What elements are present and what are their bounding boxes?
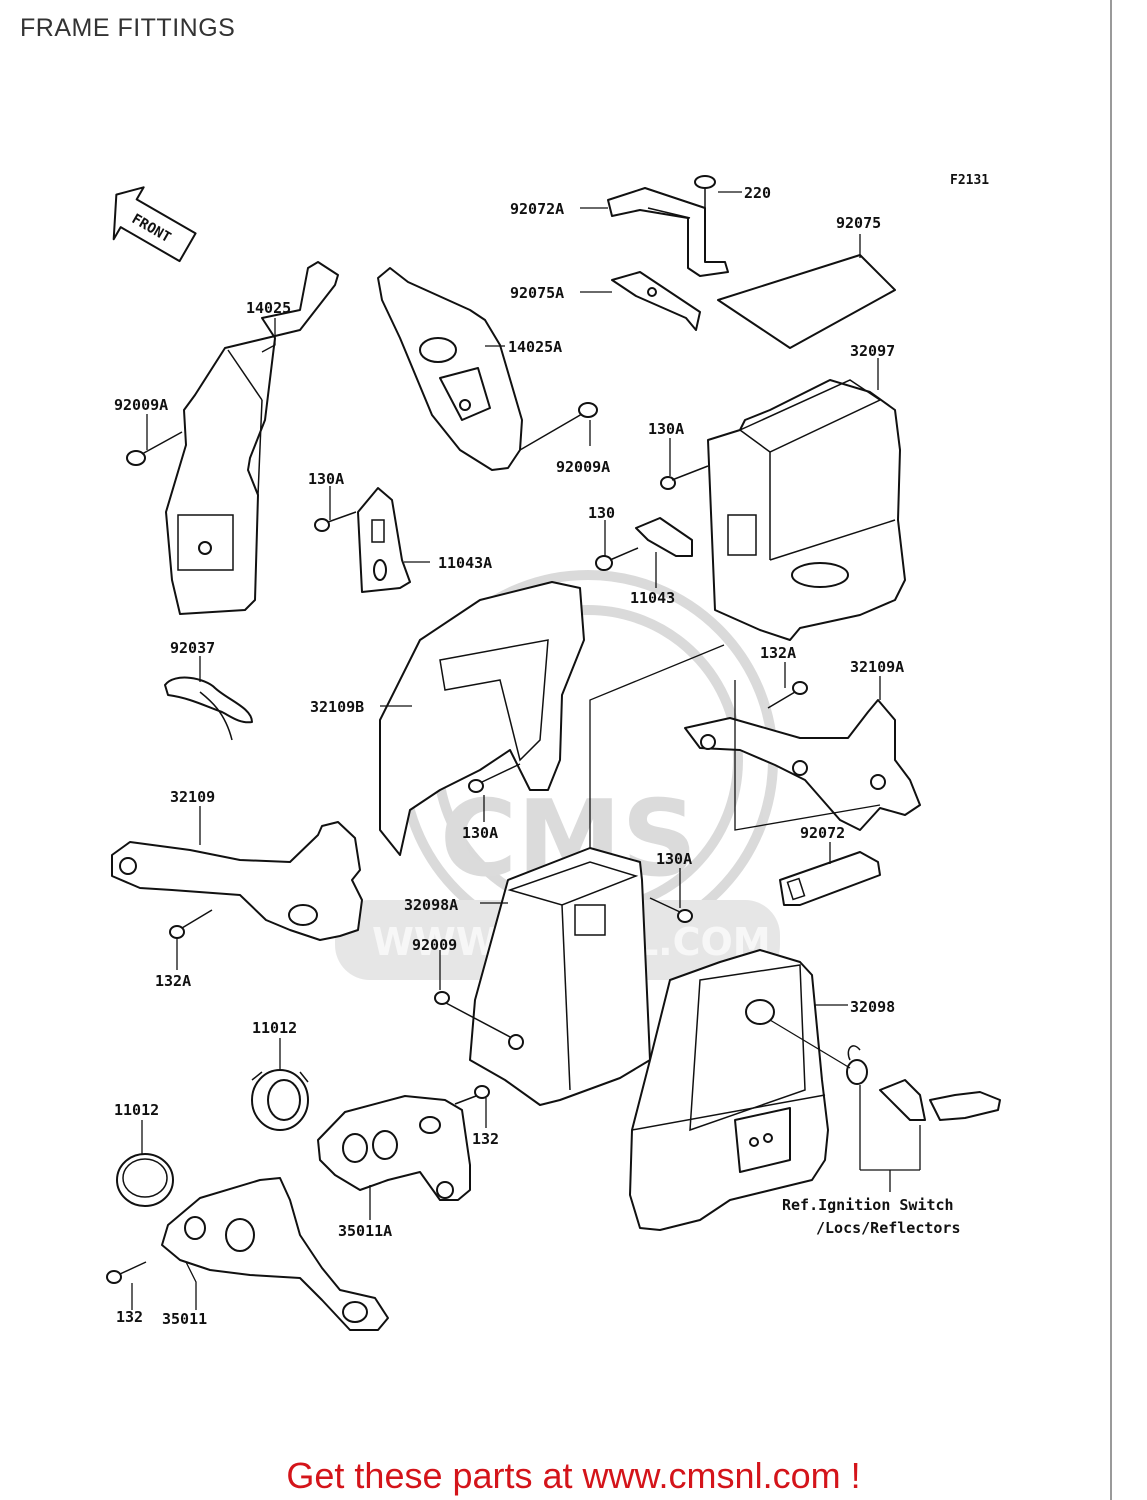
label-35011A: 35011A	[338, 1222, 392, 1240]
label-11012-top: 11012	[252, 1019, 297, 1037]
part-220-screw	[694, 175, 716, 222]
label-92009A-left: 92009A	[114, 396, 168, 414]
label-92009: 92009	[412, 936, 457, 954]
label-92072: 92072	[800, 824, 845, 842]
part-92009A-left-screw	[126, 431, 183, 466]
part-92075A-bracket	[611, 271, 701, 331]
front-arrow-icon: FRONT	[112, 186, 197, 263]
part-130-bolt	[595, 547, 639, 571]
part-35011A-bracket	[317, 1095, 471, 1201]
label-132A-top: 132A	[760, 644, 796, 662]
footer-link[interactable]: Get these parts at www.cmsnl.com !	[286, 1455, 861, 1496]
part-32109-rail	[111, 821, 363, 941]
label-ref-line-2: /Locs/Reflectors	[816, 1219, 961, 1237]
part-130A-top-bolt	[660, 465, 709, 490]
label-11043: 11043	[630, 589, 675, 607]
part-92009-screw	[434, 991, 524, 1050]
part-132-bottom-bolt	[106, 1261, 147, 1284]
part-11043A-bracket	[357, 487, 411, 593]
label-14025: 14025	[246, 299, 291, 317]
part-32098-cover	[629, 949, 829, 1231]
label-132-mid: 132	[472, 1130, 499, 1148]
label-92075A: 92075A	[510, 284, 564, 302]
label-35011: 35011	[162, 1310, 207, 1328]
label-130A-top: 130A	[648, 420, 684, 438]
part-92072-strap	[779, 851, 881, 906]
part-92037-clamp	[164, 676, 253, 741]
part-130A-left-bolt	[314, 511, 357, 532]
label-220: 220	[744, 184, 771, 202]
label-92075: 92075	[836, 214, 881, 232]
guide-line-a	[589, 644, 725, 860]
label-11012-left: 11012	[114, 1101, 159, 1119]
part-130A-mid-bolt	[468, 763, 521, 793]
part-32097-battery-case	[707, 379, 906, 641]
label-130A-left: 130A	[308, 470, 344, 488]
page-border-rule	[1110, 0, 1112, 1500]
label-92037: 92037	[170, 639, 215, 657]
leader-lines	[131, 191, 881, 1310]
label-32098: 32098	[850, 998, 895, 1016]
part-132-mid-bolt	[454, 1085, 490, 1105]
label-130A-mid: 130A	[462, 824, 498, 842]
part-35011-bracket	[161, 1177, 389, 1331]
label-130A-right: 130A	[656, 850, 692, 868]
part-labels: 92072A 220 92075 92075A 14025 14025A 320…	[114, 184, 961, 1328]
part-lock-and-keys	[769, 1019, 1001, 1192]
part-32109B-frame	[379, 581, 585, 856]
figure-code: F2131	[950, 173, 989, 188]
label-132A-bottom: 132A	[155, 972, 191, 990]
label-32109B: 32109B	[310, 698, 364, 716]
label-132-bottom: 132	[116, 1308, 143, 1326]
label-32109A: 32109A	[850, 658, 904, 676]
part-132A-top-bolt	[767, 681, 808, 709]
label-32098A: 32098A	[404, 896, 458, 914]
label-92072A: 92072A	[510, 200, 564, 218]
part-32109A-rail	[684, 699, 921, 831]
label-14025A: 14025A	[508, 338, 562, 356]
part-92075-pad	[717, 254, 896, 349]
label-ref-line-1: Ref.Ignition Switch	[782, 1196, 954, 1214]
part-11043-bracket	[635, 517, 693, 557]
label-11043A: 11043A	[438, 554, 492, 572]
part-14025A-cover	[377, 267, 523, 471]
part-11012-top-ring	[251, 1069, 309, 1131]
guide-line-b	[734, 680, 881, 831]
label-32097: 32097	[850, 342, 895, 360]
part-11012-left-cap	[116, 1153, 174, 1207]
label-130: 130	[588, 504, 615, 522]
part-132A-bottom-bolt	[169, 909, 213, 939]
part-92009A-right-screw	[519, 402, 598, 451]
page-title: FRAME FITTINGS	[20, 14, 236, 42]
part-130A-right-bolt	[649, 897, 693, 923]
label-32109: 32109	[170, 788, 215, 806]
part-92072A-bracket	[607, 187, 729, 277]
label-92009A-right: 92009A	[556, 458, 610, 476]
footer-promo: Get these parts at www.cmsnl.com !	[0, 1455, 1147, 1497]
part-14025-cover	[165, 261, 339, 615]
